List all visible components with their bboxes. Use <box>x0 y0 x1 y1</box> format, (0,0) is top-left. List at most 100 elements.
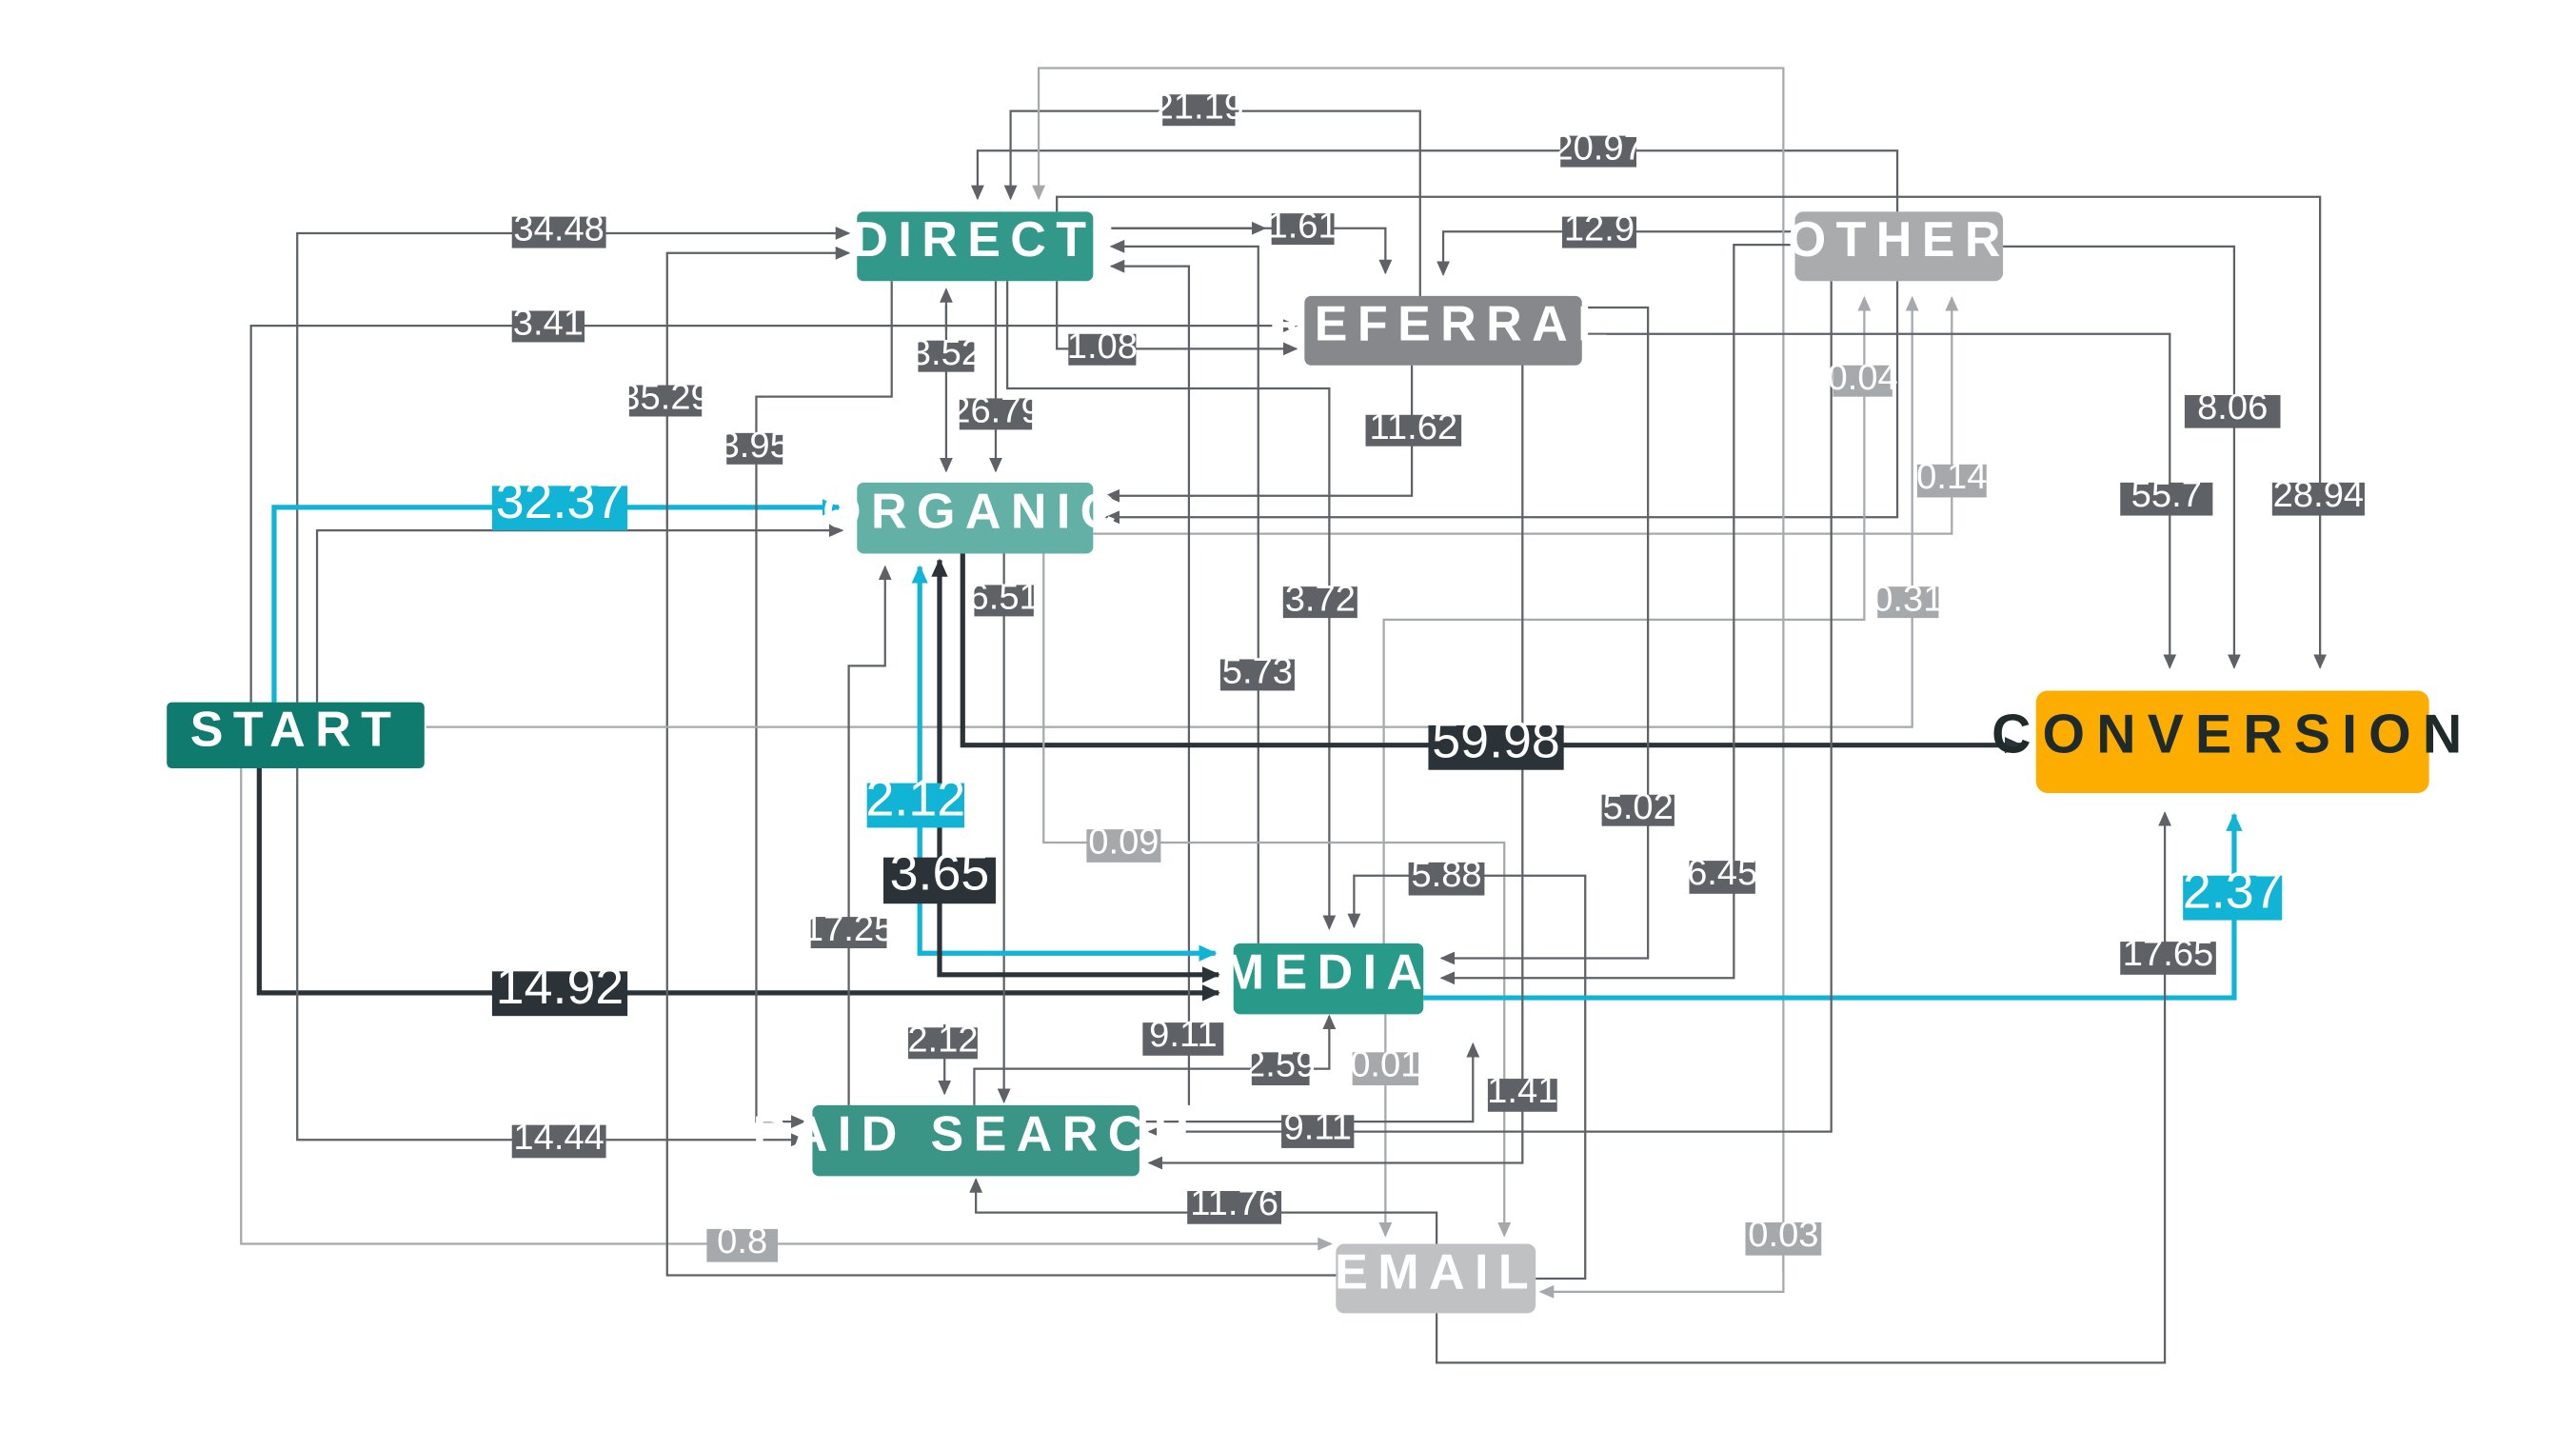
svg-text:3.41: 3.41 <box>513 303 584 344</box>
node-email[interactable]: EMAIL <box>1335 1243 1538 1314</box>
edge-start-referral <box>249 319 1298 703</box>
edge-paid-media-259 <box>973 1014 1337 1105</box>
edge-label-direct-conversion: 28.94 <box>2271 474 2365 516</box>
svg-text:11.76: 11.76 <box>1190 1182 1278 1223</box>
edge-other-media <box>1439 243 1795 985</box>
svg-text:5.73: 5.73 <box>1222 651 1293 692</box>
svg-text:CONVERSION: CONVERSION <box>1991 704 2473 764</box>
edge-other-referral <box>1437 230 1795 277</box>
svg-text:2.12: 2.12 <box>866 769 966 826</box>
svg-text:32.37: 32.37 <box>496 472 624 529</box>
svg-text:5.88: 5.88 <box>1411 854 1481 895</box>
svg-text:5.02: 5.02 <box>1603 786 1674 827</box>
edge-label-referral-direct-a: 1.61 <box>1267 205 1338 246</box>
edge-paid-organic <box>847 565 892 1105</box>
edge-media-conversion <box>1423 812 2243 1001</box>
edge-paid-direct <box>1109 259 1191 1105</box>
svg-text:3.95: 3.95 <box>720 425 790 466</box>
svg-text:14.44: 14.44 <box>513 1117 604 1158</box>
edge-label-other-conversion: 8.06 <box>2184 387 2281 428</box>
edge-referral-conversion <box>1581 332 2177 669</box>
edge-label-paid-organic: 17.25 <box>803 908 894 949</box>
node-paid-search[interactable]: PAID SEARCH <box>753 1104 1199 1177</box>
edge-other-paid <box>1147 281 1833 1139</box>
edge-label-start-direct: 34.48 <box>511 208 606 249</box>
edge-referral-organic <box>1104 365 1414 503</box>
svg-text:0.31: 0.31 <box>1873 578 1943 619</box>
edge-label-referral-direct-b: 21.19 <box>1154 86 1244 127</box>
node-start[interactable]: START <box>167 703 425 768</box>
edge-label-email-direct: 35.29 <box>620 377 710 418</box>
edge-to-email-right <box>1538 1255 1785 1299</box>
edge-start-organic-gray <box>315 524 844 703</box>
edge-organic-other-a <box>1382 295 1872 975</box>
node-other[interactable]: OTHER <box>1788 211 2011 282</box>
edge-other-direct-20 <box>970 149 1899 212</box>
edge-label-referral-organic: 11.62 <box>1365 407 1462 447</box>
edge-email-media <box>1347 874 1587 1280</box>
edge-label-organic-other-b: 0.14 <box>1916 456 1987 498</box>
svg-text:START: START <box>190 703 402 758</box>
edge-label-start-email: 0.8 <box>706 1221 779 1262</box>
edge-label-organic-paid: 6.51 <box>969 577 1040 618</box>
edge-label-referral-media: 5.02 <box>1601 786 1674 827</box>
edge-label-other-media: 6.45 <box>1687 852 1757 894</box>
svg-text:9.11: 9.11 <box>1284 1106 1352 1147</box>
edge-label-organic-media-cyan: 2.12 <box>866 769 966 828</box>
svg-text:17.25: 17.25 <box>803 908 894 949</box>
svg-text:3.52: 3.52 <box>911 332 981 373</box>
edge-email-direct <box>665 246 1338 1277</box>
svg-text:12.9: 12.9 <box>1564 208 1635 249</box>
node-organic[interactable]: ORGANIC <box>822 482 1125 554</box>
edge-label-email-media: 5.88 <box>1408 854 1485 896</box>
svg-text:2.37: 2.37 <box>2183 863 2283 920</box>
edge-label-media-direct: 5.73 <box>1219 651 1295 692</box>
edge-label-start-paid: 14.44 <box>511 1117 606 1159</box>
svg-text:REFERRAL: REFERRAL <box>1269 297 1617 352</box>
svg-text:20.97: 20.97 <box>1553 128 1643 169</box>
svg-text:34.48: 34.48 <box>513 208 604 249</box>
svg-text:35.29: 35.29 <box>620 377 710 418</box>
edge-label-other-referral: 12.9 <box>1561 208 1637 249</box>
node-media[interactable]: MEDIA <box>1223 943 1433 1015</box>
edge-label-email-paid: 11.76 <box>1187 1182 1282 1224</box>
edge-label-direct-referral: 1.08 <box>1067 326 1138 367</box>
edge-label-organic-media-dark: 3.65 <box>883 844 996 904</box>
svg-text:0.14: 0.14 <box>1916 456 1987 497</box>
edge-organic-other-b <box>1093 295 1959 535</box>
node-referral[interactable]: REFERRAL <box>1269 295 1617 366</box>
svg-text:0.8: 0.8 <box>717 1221 767 1261</box>
edge-label-start-media: 14.92 <box>491 958 628 1017</box>
svg-text:0.01: 0.01 <box>1350 1043 1420 1084</box>
edge-label-media-conversion: 2.37 <box>2183 863 2283 921</box>
edge-label-direct-email: 0.03 <box>1745 1214 1822 1256</box>
svg-text:14.92: 14.92 <box>496 958 624 1015</box>
svg-text:21.19: 21.19 <box>1154 86 1244 127</box>
svg-text:0.09: 0.09 <box>1088 821 1159 862</box>
edge-referral-paid <box>1147 363 1524 1170</box>
edge-label-referral-conversion: 55.7 <box>2120 474 2213 516</box>
svg-text:28.94: 28.94 <box>2273 474 2364 515</box>
edge-label-start-organic: 32.37 <box>491 472 628 531</box>
svg-text:1.41: 1.41 <box>1487 1070 1557 1111</box>
edge-other-conversion <box>2003 245 2241 669</box>
edge-label-media-paid: 2.12 <box>907 1019 978 1060</box>
edge-organic-conversion <box>960 553 2023 754</box>
node-direct[interactable]: DIRECT <box>852 211 1096 282</box>
edge-start-direct <box>296 227 851 703</box>
svg-text:3.65: 3.65 <box>890 844 990 901</box>
edge-label-start-referral: 3.41 <box>511 303 585 344</box>
edge-label-direct-media: 3.72 <box>1282 578 1357 619</box>
node-conversion[interactable]: CONVERSION <box>1991 690 2473 793</box>
edge-label-organic-conversion: 59.98 <box>1428 712 1564 770</box>
edge-direct-referral <box>1056 281 1298 356</box>
svg-text:OTHER: OTHER <box>1788 212 2011 268</box>
edge-label-direct-organic-a: 3.52 <box>911 332 981 373</box>
edge-start-other <box>426 295 1919 728</box>
edge-label-start-other: 0.31 <box>1873 578 1943 619</box>
svg-text:ORGANIC: ORGANIC <box>822 485 1125 540</box>
edge-media-direct <box>1109 239 1259 943</box>
svg-text:9.11: 9.11 <box>1149 1014 1217 1055</box>
svg-text:6.45: 6.45 <box>1687 852 1757 893</box>
